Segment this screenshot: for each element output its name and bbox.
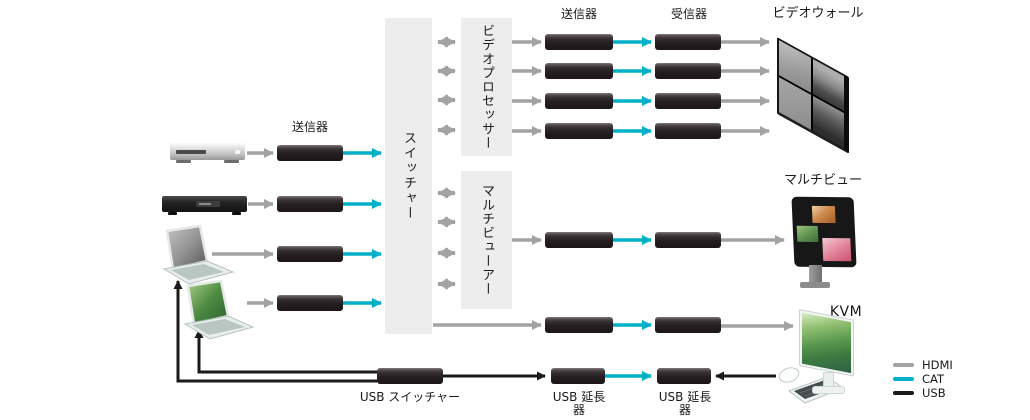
media-player-button <box>235 150 240 154</box>
usb-extender-box-1 <box>551 368 605 384</box>
multiview-monitor <box>791 196 857 268</box>
transmitter-box-top-4 <box>545 123 613 139</box>
kvm-monitor-image <box>802 312 851 374</box>
laptop-2 <box>183 279 255 340</box>
legend-row-cat: CAT <box>893 372 953 386</box>
switcher-panel: スイッチャー <box>385 18 432 334</box>
multiview-tile-fox <box>811 205 836 224</box>
video-processor-label: ビデオプロセッサー <box>479 24 494 150</box>
multi-viewer-label: マルチビューアー <box>479 184 494 296</box>
legend-hdmi-label: HDMI <box>922 358 953 372</box>
transmitter-box-left-3 <box>277 246 343 262</box>
cat-line-swatch <box>893 377 914 381</box>
legend-usb-label: USB <box>922 386 946 400</box>
transmitter-box-kvm <box>545 317 613 333</box>
multiview-monitor-stand <box>809 265 822 283</box>
receiver-box-top-1 <box>655 34 721 50</box>
transmitter-box-top-1 <box>545 34 613 50</box>
receiver-box-top-4 <box>655 123 721 139</box>
usb-switcher-box <box>377 368 443 384</box>
switcher-label: スイッチャー <box>401 131 416 221</box>
receiver-box-top-3 <box>655 93 721 109</box>
transmitter-box-left-4 <box>277 295 343 311</box>
transmitter-box-top-2 <box>545 63 613 79</box>
usb-line-swatch <box>893 391 914 395</box>
multiview-monitor-base <box>800 282 830 288</box>
laptop-2-keys <box>192 319 245 335</box>
usb-extender-2-label: USB 延長器 <box>658 390 712 418</box>
kvm-monitor <box>799 309 854 377</box>
legend: HDMI CAT USB <box>893 358 953 400</box>
usb-connectors <box>173 280 776 383</box>
usb-extender-box-2 <box>657 368 711 384</box>
laptop-1 <box>162 224 235 285</box>
recorder <box>162 196 247 215</box>
usb-extender-1-label: USB 延長器 <box>552 390 606 418</box>
video-processor-panel: ビデオプロセッサー <box>461 18 512 156</box>
multi-viewer-panel: マルチビューアー <box>461 171 512 309</box>
multiview-tile-nature <box>796 225 819 242</box>
cat-connectors <box>343 37 652 381</box>
hdmi-line-swatch <box>893 363 914 367</box>
usb-switcher-label: USB スイッチャー <box>359 390 461 404</box>
tx-left-heading: 送信器 <box>291 120 328 134</box>
receiver-box-top-2 <box>655 63 721 79</box>
legend-row-hdmi: HDMI <box>893 358 953 372</box>
transmitter-box-multiview <box>545 232 613 248</box>
laptop-1-keys <box>171 264 224 280</box>
receiver-box-multiview <box>655 232 721 248</box>
rx-top-heading: 受信器 <box>670 7 707 21</box>
transmitter-box-top-3 <box>545 93 613 109</box>
mouse <box>778 367 800 383</box>
multi-view-heading: マルチビュー <box>784 173 863 188</box>
tx-top-heading: 送信器 <box>560 7 597 21</box>
transmitter-box-left-2 <box>277 196 343 212</box>
recorder-display <box>196 201 220 207</box>
media-player <box>170 143 245 163</box>
legend-cat-label: CAT <box>922 372 945 386</box>
transmitter-box-left-1 <box>277 145 343 161</box>
multiview-tile-blossom <box>822 237 852 262</box>
legend-row-usb: USB <box>893 386 953 400</box>
receiver-box-kvm <box>655 317 721 333</box>
video-wall-heading: ビデオウォール <box>772 6 864 21</box>
media-player-slot <box>176 150 206 154</box>
hdmi-connectors <box>212 37 794 331</box>
bidirectional-connectors <box>437 36 456 290</box>
kvm-monitor-base <box>812 386 845 394</box>
